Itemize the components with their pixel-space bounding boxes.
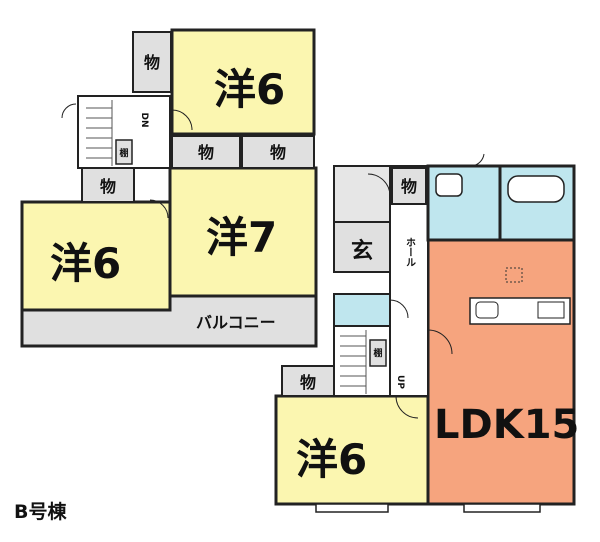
room-ldk (426, 238, 576, 506)
door-swing-exterior (471, 153, 485, 167)
entrance-area (333, 221, 391, 273)
room-label-western: 洋 (50, 239, 92, 288)
building-caption: B号棟 (14, 501, 67, 523)
window-lower-1 (315, 503, 389, 513)
washbasin (435, 173, 463, 197)
storage-upper-small (81, 167, 135, 203)
closet-small-label: 棚 (373, 347, 382, 359)
closet-small-label: 棚 (119, 147, 128, 159)
kitchen-sink (475, 301, 499, 319)
bathtub (507, 175, 565, 203)
hall-label: ホール (404, 237, 416, 267)
ceiling-marker (505, 267, 523, 283)
upper-stairs (86, 100, 113, 166)
room-label-size: 7 (248, 213, 277, 262)
storage-label: 物 (100, 177, 116, 196)
storage-upper-mid-2 (241, 135, 315, 169)
lower-small-shelf (369, 339, 387, 367)
storage-label: 物 (198, 143, 214, 162)
down-label: DN (139, 112, 149, 127)
kitchen-stove (537, 301, 565, 319)
storage-upper-mid-1 (171, 135, 241, 169)
toilet-room (333, 293, 391, 327)
room-label-size: 6 (92, 239, 121, 288)
entrance-label: 玄 (351, 238, 373, 264)
storage-lower-top (391, 167, 427, 205)
door-swing-lower-room (395, 395, 419, 419)
storage-label: 物 (270, 143, 286, 162)
room-western-6-top (170, 28, 316, 136)
room-label-western: 洋 (214, 65, 256, 114)
storage-lower-left (281, 365, 335, 397)
room-label-western: 洋 (296, 435, 338, 484)
door-swing-entrance (367, 173, 391, 197)
lower-floor: 物 物 玄 ホール 棚 UP LDK15 洋 6 (274, 153, 579, 513)
room-label-size: 6 (256, 65, 285, 114)
door-swing-ldk (427, 329, 453, 355)
storage-label: 物 (401, 177, 417, 196)
door-swing-upper-3 (61, 103, 77, 119)
upper-small-shelf (115, 139, 133, 165)
room-label-western: 洋 (206, 213, 248, 262)
door-swing-upper-1 (171, 109, 193, 131)
storage-label: 物 (300, 373, 316, 392)
storage-label: 物 (144, 53, 160, 72)
storage-upper-left (132, 31, 172, 93)
up-label: UP (395, 375, 405, 389)
room-western-6-left (20, 200, 172, 312)
window-lower-2 (463, 503, 541, 513)
door-swing-upper-2 (149, 199, 169, 219)
entrance-approach (333, 165, 391, 223)
upper-floor: 物 物 物 物 棚 DN 洋 6 洋 7 洋 6 バルコニー (20, 28, 318, 348)
balcony-label: バルコニー (196, 313, 276, 332)
lower-stairs (340, 330, 367, 394)
room-label-size: 6 (338, 435, 367, 484)
door-swing-toilet (389, 299, 409, 319)
room-western-6-lower (274, 394, 430, 506)
room-label-ldk: LDK15 (434, 402, 579, 448)
